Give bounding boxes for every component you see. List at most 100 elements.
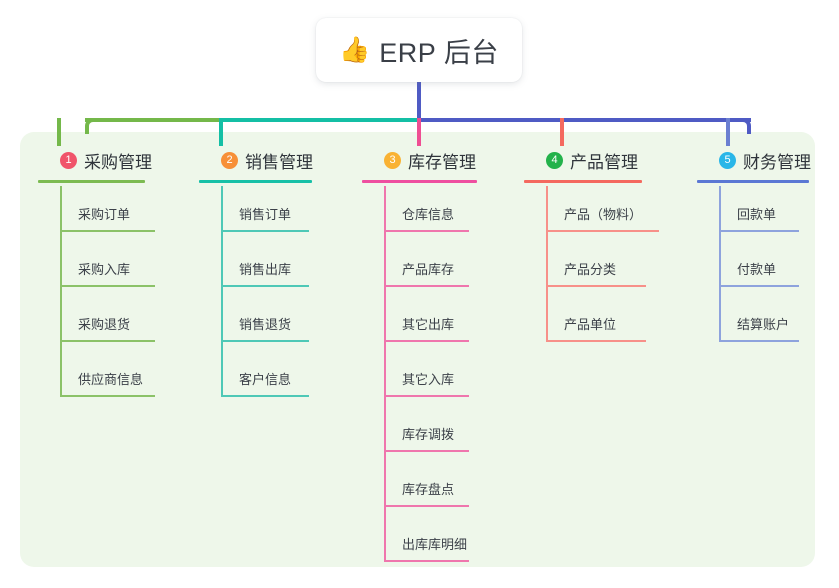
connector-trunk-green bbox=[85, 118, 223, 122]
leaf-label: 销售退货 bbox=[239, 317, 292, 332]
leaf-node[interactable]: 采购订单 bbox=[60, 206, 155, 232]
leaf-label: 客户信息 bbox=[239, 372, 292, 387]
column-spine-2 bbox=[221, 186, 223, 397]
leaf-label: 采购退货 bbox=[78, 317, 131, 332]
column-badge-3: 3 bbox=[384, 151, 401, 169]
column-header-2[interactable]: 2 销售管理 bbox=[199, 148, 313, 172]
leaf-node[interactable]: 出库库明细 bbox=[384, 536, 469, 562]
leaf-node[interactable]: 销售订单 bbox=[221, 206, 309, 232]
thumbs-up-icon: 👍 bbox=[339, 35, 371, 64]
leaf-node[interactable]: 结算账户 bbox=[719, 316, 799, 342]
diagram-background-panel bbox=[20, 132, 815, 567]
leaf-node[interactable]: 供应商信息 bbox=[60, 371, 155, 397]
connector-trunk-cap-right bbox=[735, 118, 751, 134]
column-1: 1 采购管理采购订单采购入库采购退货供应商信息 bbox=[38, 148, 155, 397]
leaf-label: 其它出库 bbox=[402, 317, 455, 332]
leaf-rule bbox=[221, 340, 309, 342]
leaf-node[interactable]: 销售退货 bbox=[221, 316, 309, 342]
column-header-5[interactable]: 5 财务管理 bbox=[697, 148, 811, 172]
leaf-node[interactable]: 付款单 bbox=[719, 261, 799, 287]
column-badge-5: 5 bbox=[719, 151, 736, 169]
leaf-node[interactable]: 其它入库 bbox=[384, 371, 469, 397]
leaf-label: 库存盘点 bbox=[402, 482, 455, 497]
connector-drop-3 bbox=[417, 118, 421, 146]
connector-root-stem bbox=[417, 80, 421, 122]
leaf-label: 仓库信息 bbox=[402, 207, 455, 222]
leaf-rule bbox=[221, 395, 309, 397]
leaf-node[interactable]: 客户信息 bbox=[221, 371, 309, 397]
column-rule-3 bbox=[362, 180, 477, 183]
leaf-rule bbox=[719, 340, 799, 342]
leaf-label: 回款单 bbox=[737, 207, 777, 222]
leaf-node[interactable]: 仓库信息 bbox=[384, 206, 469, 232]
column-rule-5 bbox=[697, 180, 809, 183]
leaf-rule bbox=[60, 285, 155, 287]
column-rule-4 bbox=[524, 180, 642, 183]
leaf-label: 产品分类 bbox=[564, 262, 617, 277]
leaf-label: 出库库明细 bbox=[402, 537, 468, 552]
leaf-label: 采购入库 bbox=[78, 262, 131, 277]
leaf-label: 结算账户 bbox=[737, 317, 790, 332]
column-spine-5 bbox=[719, 186, 721, 342]
leaf-label: 产品（物料） bbox=[564, 207, 643, 222]
leaf-label: 其它入库 bbox=[402, 372, 455, 387]
leaf-node[interactable]: 回款单 bbox=[719, 206, 799, 232]
leaf-rule bbox=[546, 340, 646, 342]
column-5: 5 财务管理回款单付款单结算账户 bbox=[697, 148, 811, 342]
column-title-5: 财务管理 bbox=[743, 152, 811, 172]
leaf-node[interactable]: 产品单位 bbox=[546, 316, 646, 342]
column-title-2: 销售管理 bbox=[245, 152, 313, 172]
leaf-rule bbox=[546, 230, 659, 232]
column-title-3: 库存管理 bbox=[408, 152, 476, 172]
column-badge-2: 2 bbox=[221, 151, 238, 169]
column-header-1[interactable]: 1 采购管理 bbox=[38, 148, 152, 172]
leaf-node[interactable]: 产品分类 bbox=[546, 261, 646, 287]
leaf-node[interactable]: 采购退货 bbox=[60, 316, 155, 342]
column-rule-1 bbox=[38, 180, 145, 183]
leaf-label: 产品单位 bbox=[564, 317, 617, 332]
connector-trunk-cap-left bbox=[85, 118, 101, 134]
leaf-rule bbox=[384, 340, 469, 342]
leaf-rule bbox=[60, 340, 155, 342]
leaf-node[interactable]: 其它出库 bbox=[384, 316, 469, 342]
column-spine-3 bbox=[384, 186, 386, 562]
column-header-3[interactable]: 3 库存管理 bbox=[362, 148, 477, 172]
leaf-label: 销售订单 bbox=[239, 207, 292, 222]
column-spine-1 bbox=[60, 186, 62, 397]
root-node-title: ERP 后台 bbox=[379, 37, 499, 68]
leaf-node[interactable]: 采购入库 bbox=[60, 261, 155, 287]
connector-trunk-teal bbox=[221, 118, 421, 122]
leaf-rule bbox=[384, 560, 469, 562]
leaf-rule bbox=[60, 230, 155, 232]
connector-drop-4 bbox=[560, 118, 564, 146]
leaf-label: 销售出库 bbox=[239, 262, 292, 277]
leaf-label: 付款单 bbox=[737, 262, 777, 277]
column-rule-2 bbox=[199, 180, 312, 183]
connector-drop-5 bbox=[726, 118, 730, 146]
leaf-rule bbox=[384, 230, 469, 232]
connector-drop-2 bbox=[219, 118, 223, 146]
leaf-rule bbox=[384, 285, 469, 287]
column-badge-4: 4 bbox=[546, 151, 563, 169]
column-badge-1: 1 bbox=[60, 151, 77, 169]
leaf-label: 采购订单 bbox=[78, 207, 131, 222]
leaf-rule bbox=[719, 285, 799, 287]
leaf-label: 供应商信息 bbox=[78, 372, 144, 387]
leaf-node[interactable]: 产品库存 bbox=[384, 261, 469, 287]
leaf-rule bbox=[60, 395, 155, 397]
leaf-label: 产品库存 bbox=[402, 262, 455, 277]
leaf-node[interactable]: 库存盘点 bbox=[384, 481, 469, 507]
column-title-1: 采购管理 bbox=[84, 152, 152, 172]
leaf-node[interactable]: 产品（物料） bbox=[546, 206, 659, 232]
leaf-label: 库存调拨 bbox=[402, 427, 455, 442]
leaf-node[interactable]: 库存调拨 bbox=[384, 426, 469, 452]
column-2: 2 销售管理销售订单销售出库销售退货客户信息 bbox=[199, 148, 313, 397]
leaf-rule bbox=[384, 505, 469, 507]
leaf-rule bbox=[719, 230, 799, 232]
root-node-erp-backend[interactable]: 👍 ERP 后台 bbox=[316, 18, 522, 82]
leaf-rule bbox=[384, 450, 469, 452]
leaf-rule bbox=[221, 230, 309, 232]
leaf-node[interactable]: 销售出库 bbox=[221, 261, 309, 287]
